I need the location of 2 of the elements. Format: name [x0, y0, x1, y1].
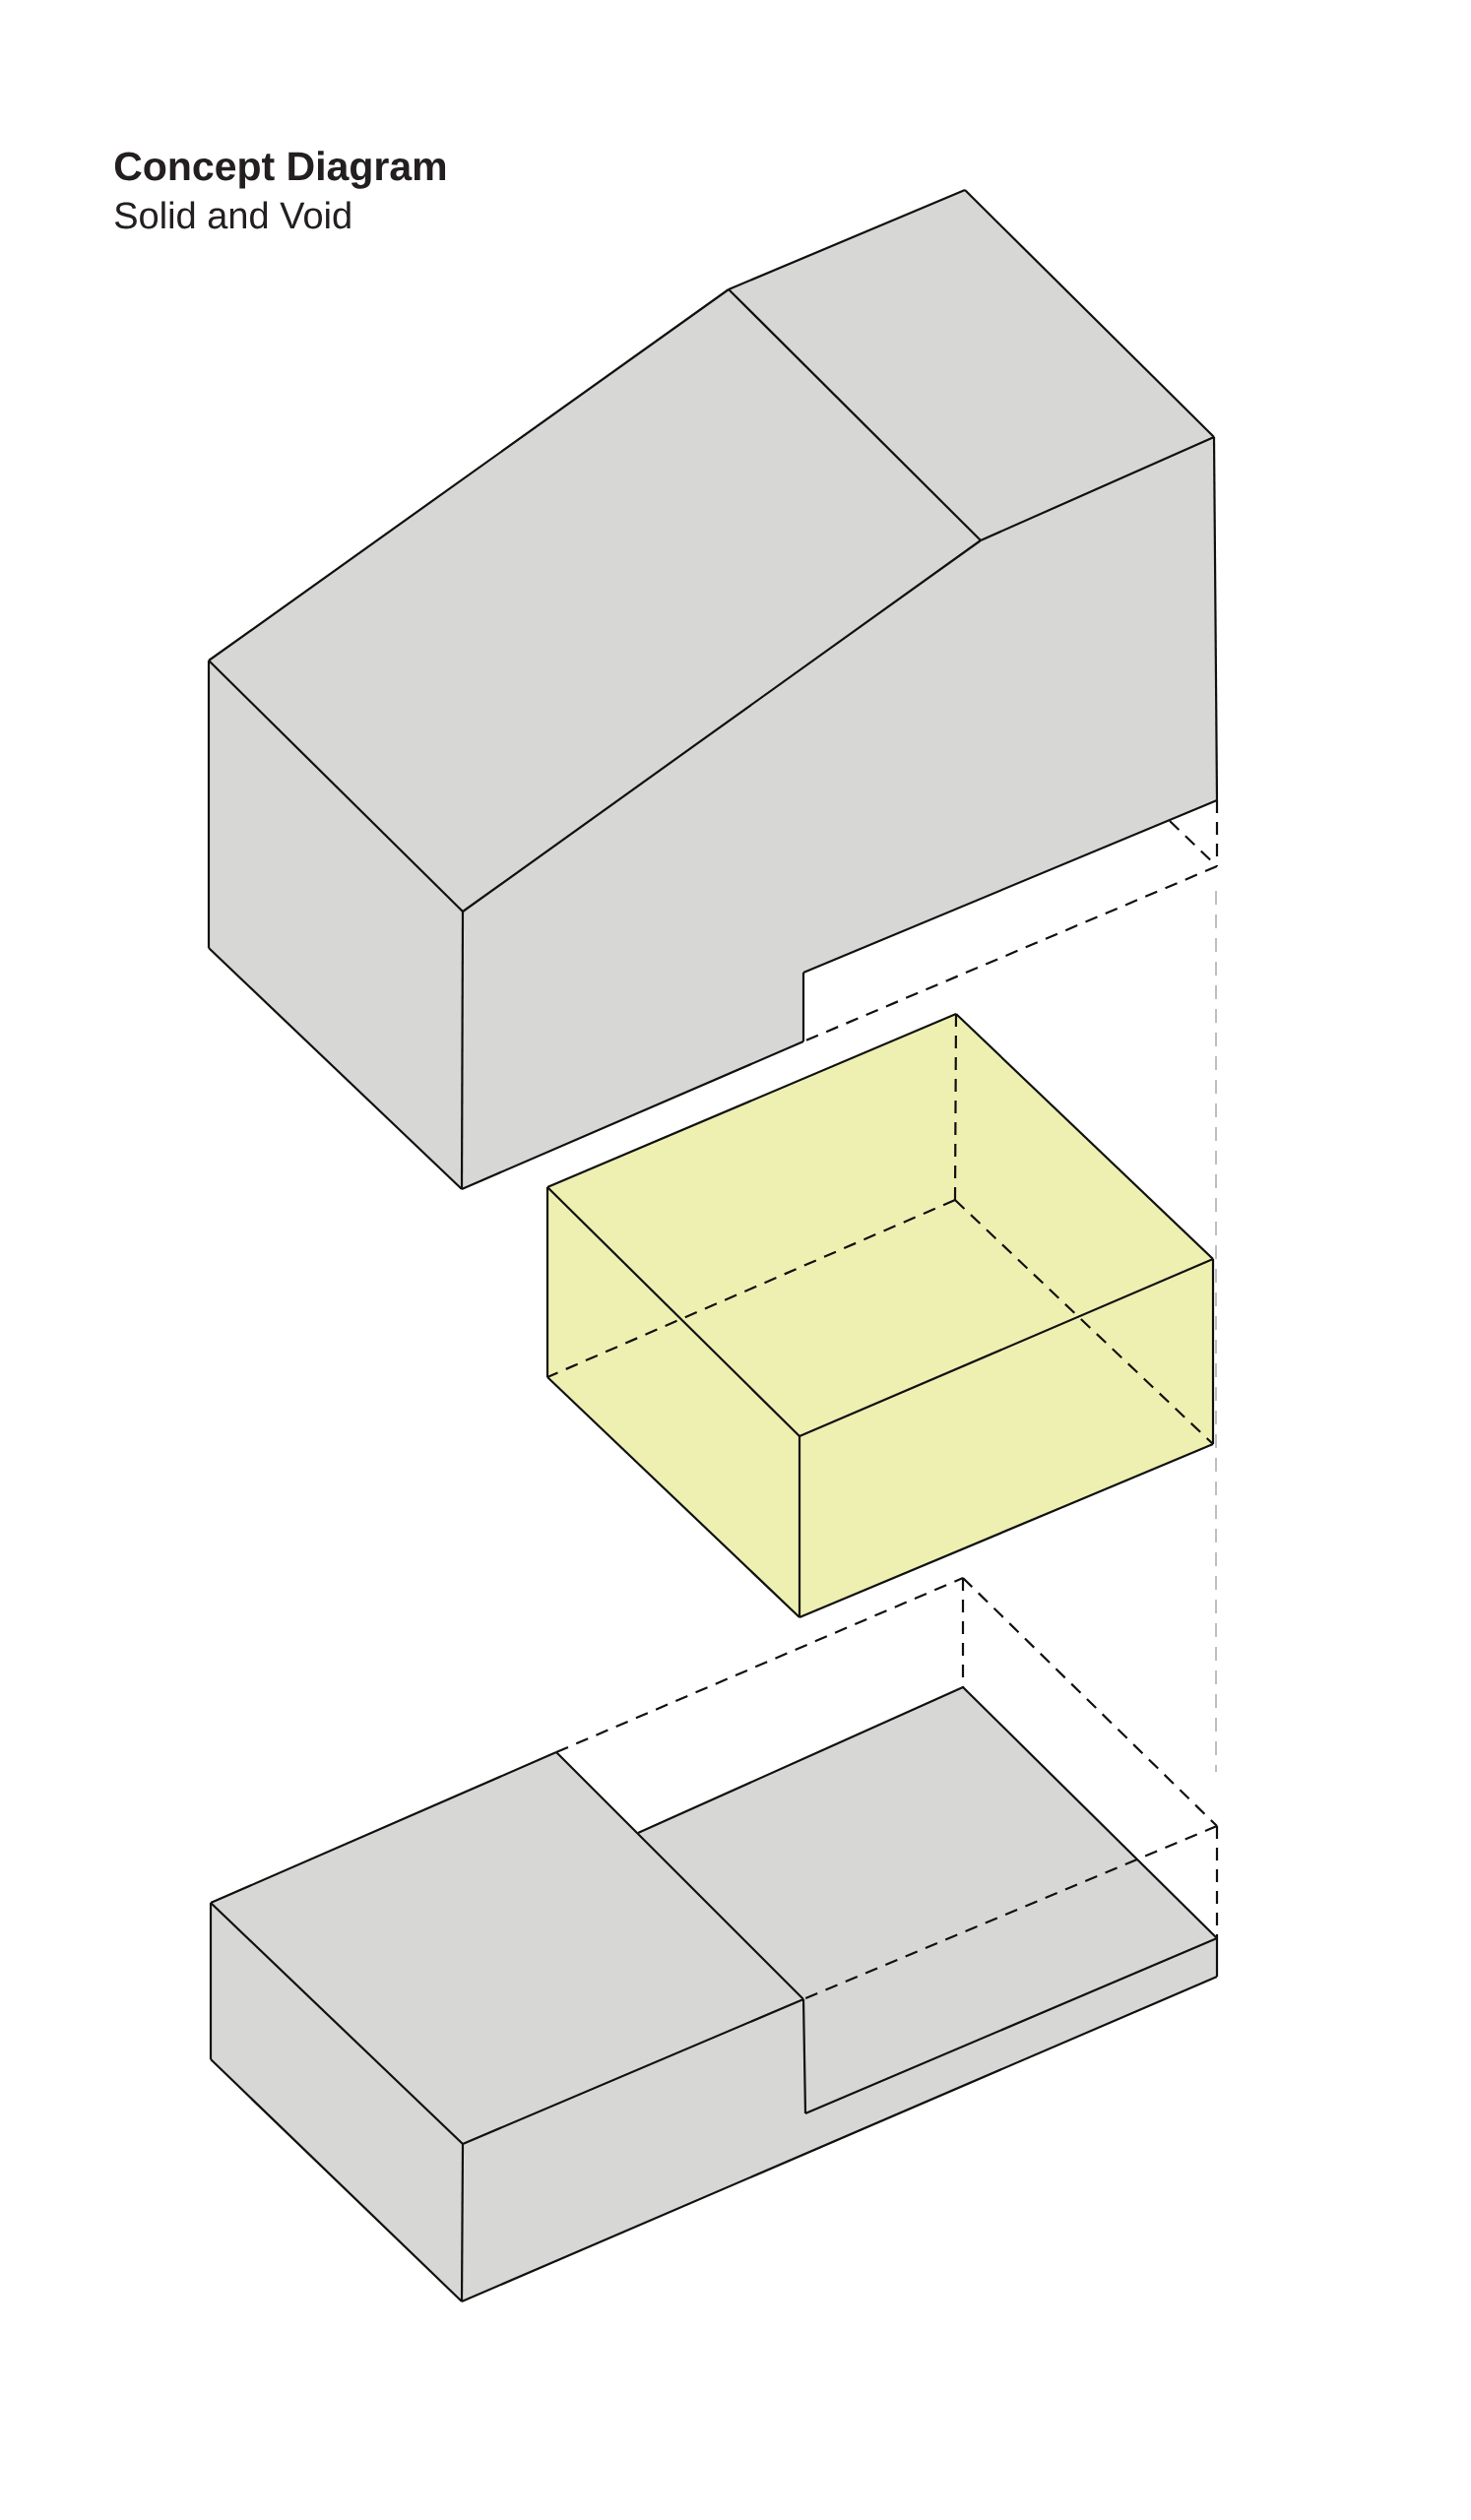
subtitle: Solid and Void: [114, 201, 351, 229]
title: Concept Diagram: [114, 151, 446, 189]
